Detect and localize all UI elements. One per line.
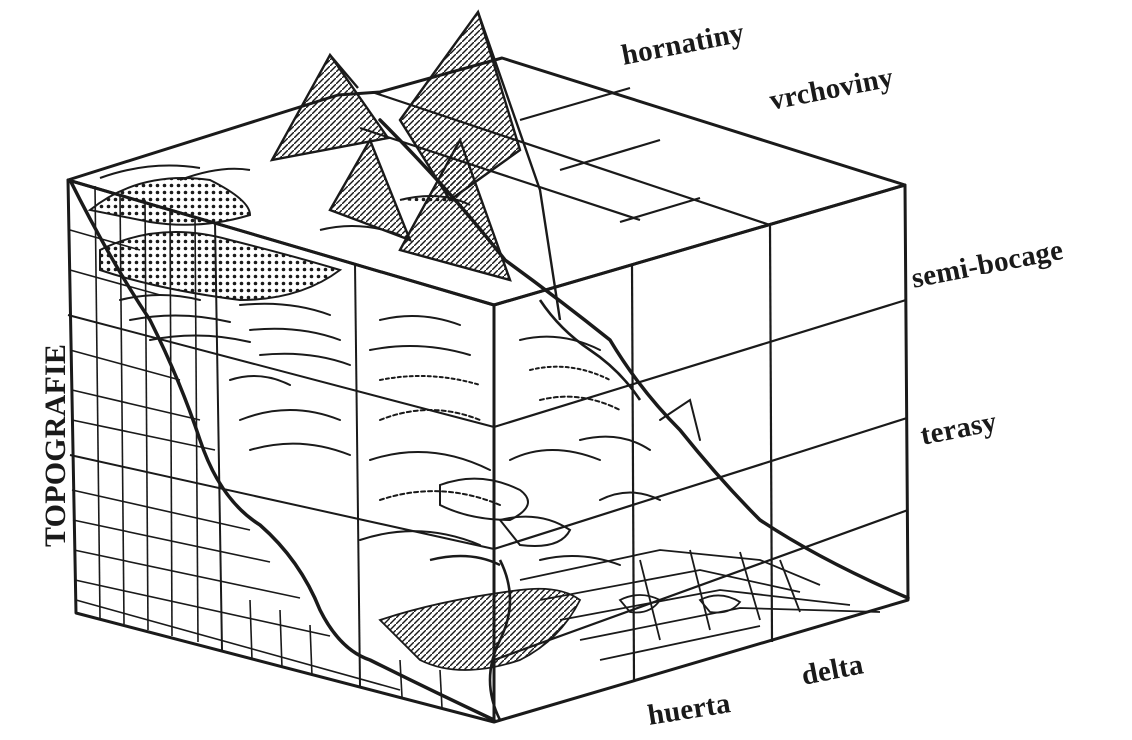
label-topografie: TOPOGRAFIE [39, 347, 73, 547]
terraces [240, 397, 700, 565]
semi-bocage-fields [120, 295, 610, 385]
